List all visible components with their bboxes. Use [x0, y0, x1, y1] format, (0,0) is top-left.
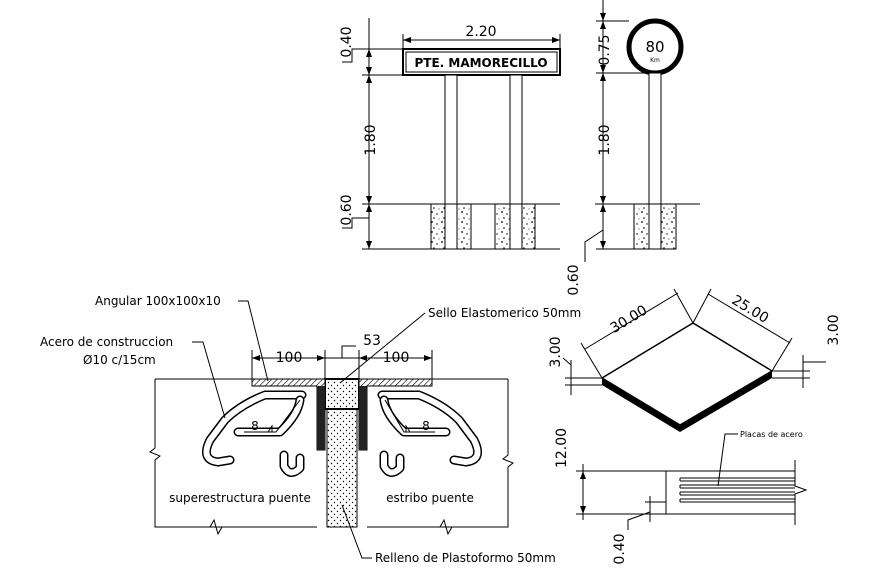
seal-leader	[339, 312, 426, 384]
right-block-label: estribo puente	[386, 491, 474, 505]
angle-right	[358, 378, 433, 451]
section-height-dim: 12.00	[554, 428, 570, 468]
speed-limit-sign: 80 Km 0.75 1.80 0.60	[566, 0, 700, 296]
rebar-left	[201, 390, 307, 477]
speed-value: 80	[645, 38, 664, 56]
steel-plates	[679, 477, 795, 503]
footing-dim: 0.60	[339, 194, 355, 225]
superstructure-block	[149, 379, 317, 528]
weld-left: 8	[251, 419, 259, 433]
length-dim: 30.00	[608, 302, 651, 336]
filler-label: Relleno de Plastoformo 50mm	[375, 551, 556, 565]
gap-dim: 53	[363, 333, 381, 349]
elastomeric-seal	[324, 378, 360, 410]
abutment-block	[367, 379, 514, 528]
weld-right: 8	[422, 419, 430, 433]
sign-board	[402, 48, 561, 76]
angle-left	[251, 378, 326, 451]
left-dim: 100	[276, 350, 303, 366]
left-block-label: superestructura puente	[169, 491, 311, 505]
thickness-right-dim: 3.00	[826, 314, 842, 345]
angle-leader	[238, 300, 269, 382]
width-dim: 25.00	[729, 292, 772, 326]
plates-label: Placas de acero	[740, 430, 803, 439]
sign-board-inner	[405, 51, 558, 73]
bridge-name-sign: PTE. MAMORECILLO 2.20 0.40 1.80 0.60	[339, 18, 561, 250]
seal-side-right	[359, 386, 367, 450]
expansion-joint-detail: 8 8 100 100 53 Angular 100x100x10 Acero …	[40, 294, 581, 565]
board-height-dim: 0.40	[339, 26, 355, 57]
bearing-pad-side-left	[602, 378, 680, 432]
plates-leader	[717, 433, 738, 487]
rebar-label-line2: Ø10 c/15cm	[83, 353, 156, 367]
speed-unit: Km	[650, 57, 660, 64]
speed-footing-dim: 0.60	[566, 264, 582, 295]
speed-post-dim: 1.80	[597, 124, 613, 155]
width-dim: 2.20	[465, 24, 496, 40]
bearing-pad-side-right	[680, 371, 772, 432]
elastomeric-bearing: 30.00 25.00 3.00 3.00	[548, 288, 842, 565]
bearing-pad-top	[600, 322, 774, 426]
rebar-right	[377, 390, 483, 477]
right-dim: 100	[383, 350, 410, 366]
thickness-left-dim: 3.00	[548, 336, 564, 367]
disc-dim: 0.75	[597, 34, 613, 65]
seal-side-left	[317, 386, 325, 450]
section-break	[794, 460, 808, 525]
post-height-dim: 1.80	[363, 124, 379, 155]
rebar-label-line1: Acero de construccion	[40, 335, 173, 349]
filler-leader	[341, 504, 372, 559]
rebar-leader	[192, 341, 226, 419]
seal-label: Sello Elastomerico 50mm	[428, 306, 581, 320]
sign-board-text: PTE. MAMORECILLO	[414, 56, 547, 70]
plate-thickness-dim: 0.40	[612, 533, 628, 564]
angle-label: Angular 100x100x10	[95, 294, 221, 308]
